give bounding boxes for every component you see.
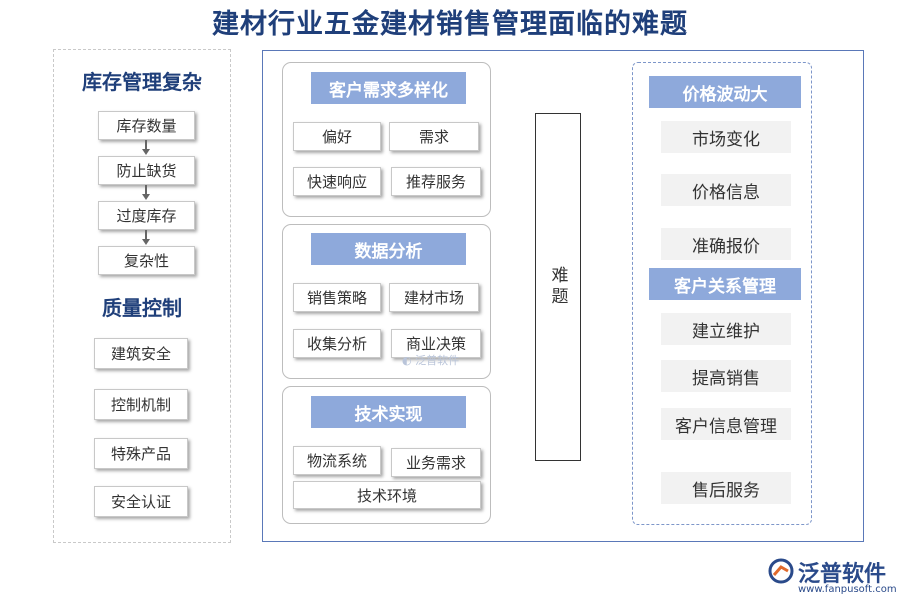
group-item: 技术环境	[293, 481, 481, 509]
crm-section-header: 客户关系管理	[649, 268, 801, 300]
logo-name: 泛普软件	[798, 562, 887, 587]
group-item: 建材市场	[389, 283, 479, 312]
inventory-item: 过度库存	[98, 201, 195, 230]
group-item: 商业决策	[391, 329, 481, 358]
crm-item: 提高销售	[661, 360, 791, 392]
watermark: ◐ 泛普软件	[402, 352, 459, 368]
quality-item: 安全认证	[94, 486, 188, 517]
price-item: 市场变化	[661, 121, 791, 153]
group-item: 快速响应	[293, 167, 381, 196]
watermark-icon: ◐	[402, 354, 412, 367]
group-item: 偏好	[293, 122, 381, 151]
group-header: 客户需求多样化	[311, 72, 466, 104]
price-item: 价格信息	[661, 174, 791, 206]
flow-arrow-head	[142, 239, 150, 245]
quality-item: 特殊产品	[94, 438, 188, 469]
inventory-item: 复杂性	[98, 246, 195, 275]
flow-arrow-line	[145, 140, 147, 150]
watermark-text: 泛普软件	[415, 354, 460, 367]
flow-arrow-head	[142, 149, 150, 155]
group-item: 物流系统	[293, 446, 381, 475]
group-item: 业务需求	[391, 448, 481, 477]
quality-item: 建筑安全	[94, 338, 188, 369]
flow-arrow-line	[145, 230, 147, 240]
price-item: 准确报价	[661, 228, 791, 260]
group-item: 销售策略	[293, 283, 381, 312]
flow-arrow-line	[145, 185, 147, 195]
crm-item: 售后服务	[661, 472, 791, 504]
group-item: 需求	[389, 122, 479, 151]
logo-icon	[768, 558, 794, 584]
quality-section-title: 质量控制	[102, 296, 182, 320]
center-difficulty-box: 难题	[535, 113, 581, 461]
group-item: 收集分析	[293, 329, 381, 358]
group-header: 技术实现	[311, 396, 466, 428]
brand-logo: 泛普软件 www.fanpusoft.com	[768, 556, 897, 596]
quality-item: 控制机制	[94, 389, 188, 420]
logo-url: www.fanpusoft.com	[798, 584, 897, 595]
inventory-section-title: 库存管理复杂	[82, 70, 202, 94]
crm-item: 客户信息管理	[661, 408, 791, 440]
flow-arrow-head	[142, 194, 150, 200]
group-item: 推荐服务	[391, 167, 481, 196]
crm-item: 建立维护	[661, 313, 791, 345]
page-title: 建材行业五金建材销售管理面临的难题	[212, 9, 688, 40]
group-header: 数据分析	[311, 233, 466, 265]
price-section-header: 价格波动大	[649, 76, 801, 108]
inventory-item: 库存数量	[98, 111, 195, 140]
inventory-item: 防止缺货	[98, 156, 195, 185]
